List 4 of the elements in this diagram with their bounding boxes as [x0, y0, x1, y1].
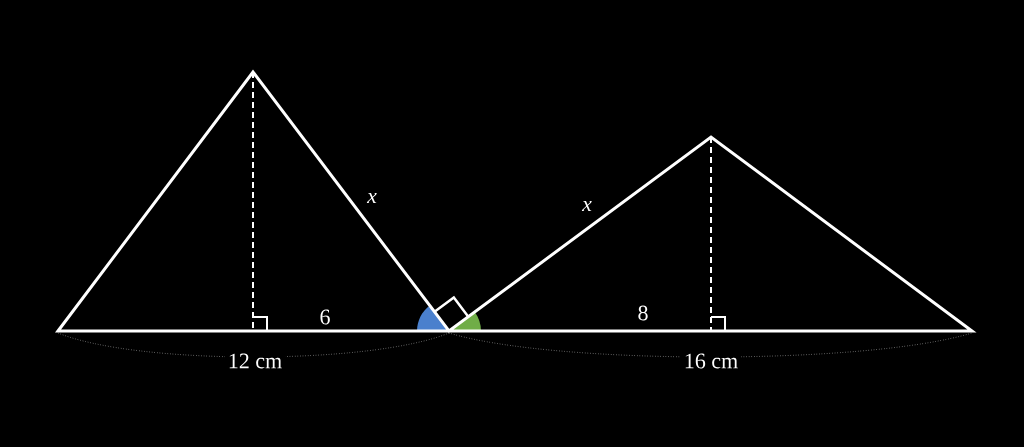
side-label: x — [581, 200, 592, 212]
length-label: 8 — [638, 305, 648, 321]
side-label: x — [366, 192, 377, 204]
length-label: 6 — [320, 309, 330, 325]
